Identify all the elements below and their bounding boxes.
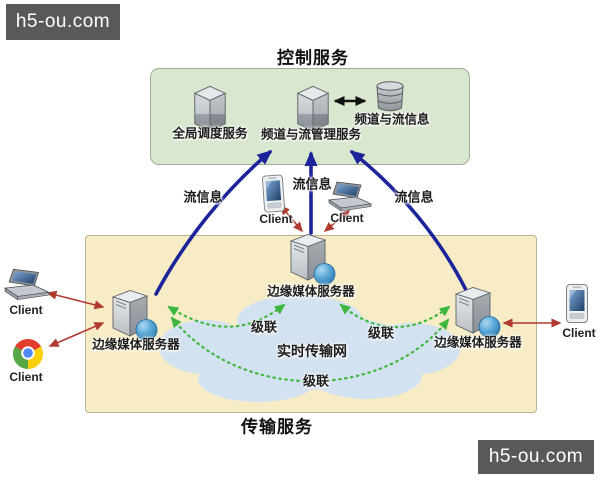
transport-section-title: 传输服务 [241, 417, 313, 437]
cloud-label: 实时传输网 [277, 343, 347, 359]
chrome-browser-icon [12, 338, 44, 370]
client-label-laptop-middle: Client [330, 211, 364, 225]
client-label-phone-middle: Client [259, 212, 293, 226]
node-label-channel-stream-manager: 频道与流管理服务 [260, 127, 362, 142]
laptop-icon [4, 268, 50, 302]
client-label-chrome-left: Client [9, 370, 43, 384]
watermark-top-left: h5-ou.com [6, 4, 120, 40]
edge-label-cascade-right: 级联 [367, 325, 395, 341]
edge-label-stream-info-right: 流信息 [394, 189, 434, 205]
node-label-edge-server-middle: 边缘媒体服务器 [267, 284, 355, 299]
node-label-global-scheduler: 全局调度服务 [172, 126, 248, 141]
edge-label-stream-info-left: 流信息 [183, 189, 223, 205]
edge-label-cascade-bottom: 级联 [302, 373, 330, 389]
client-label-laptop-left: Client [9, 303, 43, 317]
edge-server-icon [451, 284, 501, 338]
control-section-title: 控制服务 [277, 48, 349, 68]
node-label-channel-stream-info: 频道与流信息 [354, 112, 430, 127]
watermark-bottom-right: h5-ou.com [478, 440, 594, 474]
edge-server-icon [286, 231, 336, 285]
node-label-edge-server-left: 边缘媒体服务器 [92, 337, 180, 352]
edge-label-cascade-left: 级联 [250, 319, 278, 335]
phone-icon [259, 173, 290, 215]
client-label-phone-right: Client [562, 326, 596, 340]
phone-icon [563, 283, 592, 325]
edge-label-stream-info-middle: 流信息 [292, 176, 332, 192]
laptop-icon [328, 181, 372, 213]
node-label-edge-server-right: 边缘媒体服务器 [434, 335, 522, 350]
